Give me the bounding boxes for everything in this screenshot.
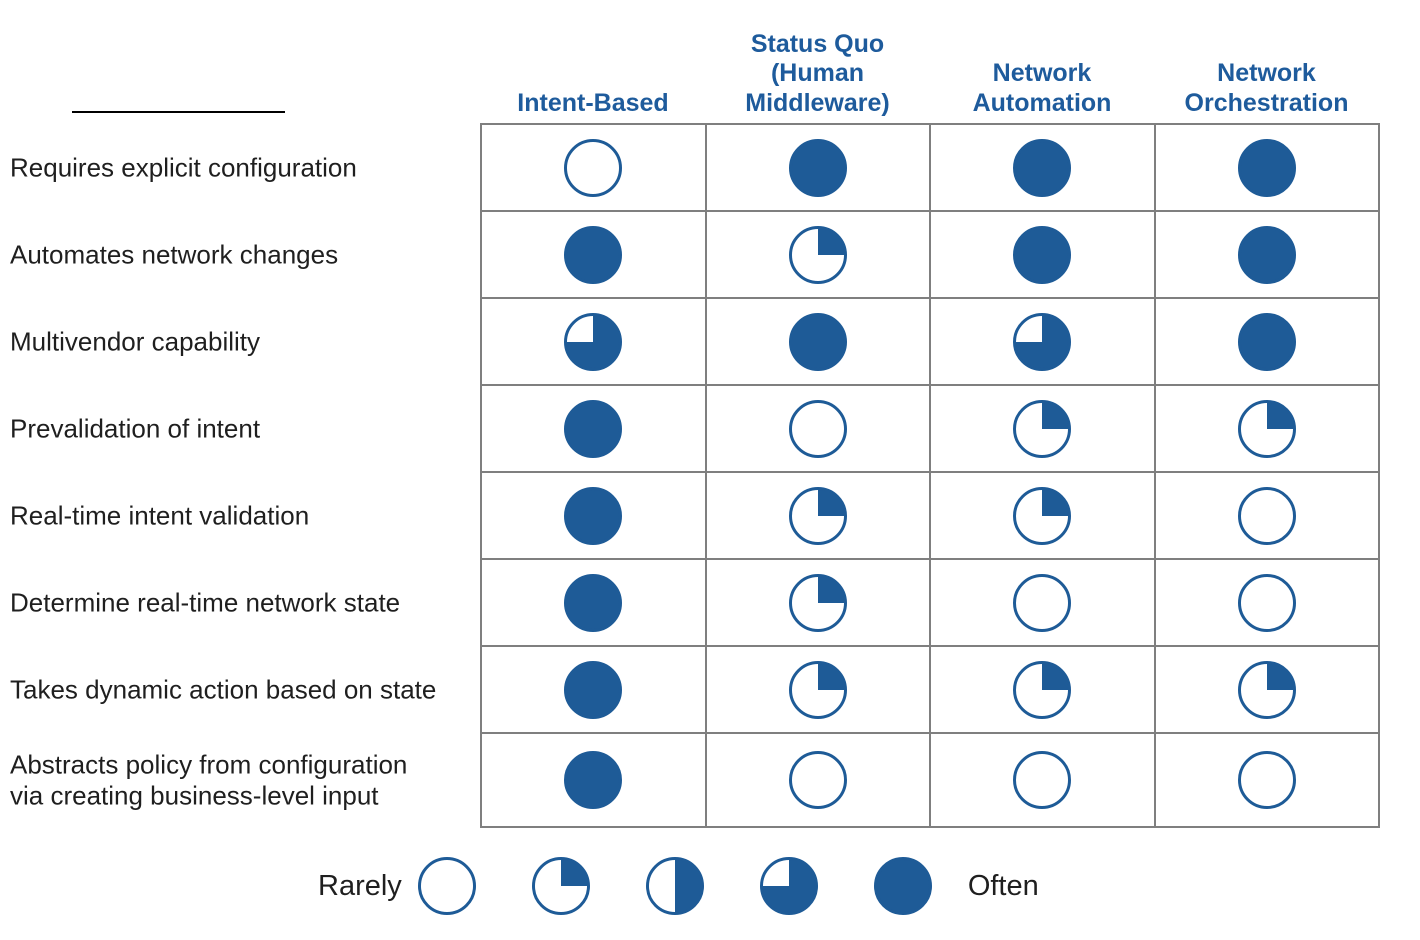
row-label-automates-network-changes: Automates network changes bbox=[10, 239, 339, 270]
harvey-ball-25pct bbox=[1013, 486, 1072, 545]
cell-abstracts-policy-from-co-c3 bbox=[931, 734, 1154, 826]
cell-multivendor-capability-c3 bbox=[931, 299, 1154, 384]
cell-determine-real-time-netw-c4 bbox=[1155, 560, 1378, 645]
harvey-ball-25pct bbox=[1013, 660, 1072, 719]
harvey-ball-25pct bbox=[788, 486, 847, 545]
harvey-ball-full bbox=[1237, 138, 1296, 197]
cell-real-time-intent-validat-c1 bbox=[482, 473, 705, 558]
cell-prevalidation-of-intent-c3 bbox=[931, 386, 1154, 471]
harvey-ball-25pct bbox=[1237, 399, 1296, 458]
cell-abstracts-policy-from-co-c1 bbox=[482, 734, 705, 826]
column-header-intent-based: Intent-Based bbox=[517, 88, 669, 117]
harvey-ball-empty bbox=[1013, 751, 1072, 809]
legend-label-rarely: Rarely bbox=[318, 869, 402, 902]
cell-requires-explicit-config-c2 bbox=[706, 125, 929, 210]
cell-real-time-intent-validat-c3 bbox=[931, 473, 1154, 558]
cell-automates-network-change-c2 bbox=[706, 212, 929, 297]
comparison-table bbox=[480, 123, 1380, 828]
cell-takes-dynamic-action-bas-c2 bbox=[706, 647, 929, 732]
column-header-network-orchestration: Network Orchestration bbox=[1184, 59, 1349, 117]
legend-scale bbox=[417, 857, 932, 915]
legend: Rarely Often bbox=[318, 855, 1039, 917]
row-label-abstracts-policy-from-configur: Abstracts policy from configuration via … bbox=[10, 749, 408, 810]
harvey-ball-empty bbox=[564, 138, 623, 197]
cell-multivendor-capability-c1 bbox=[482, 299, 705, 384]
row-label-prevalidation-of-intent: Prevalidation of intent bbox=[10, 413, 261, 444]
row-label-multivendor-capability: Multivendor capability bbox=[10, 326, 261, 357]
harvey-ball-full bbox=[788, 312, 847, 371]
harvey-ball-25pct bbox=[1013, 399, 1072, 458]
harvey-ball-full bbox=[564, 486, 623, 545]
row-label-determine-real-time-network-st: Determine real-time network state bbox=[10, 587, 401, 618]
legend-harvey-ball-75pct bbox=[759, 857, 818, 915]
row-label-takes-dynamic-action-based-on-: Takes dynamic action based on state bbox=[10, 674, 437, 705]
harvey-ball-empty bbox=[1237, 751, 1296, 809]
cell-requires-explicit-config-c4 bbox=[1155, 125, 1378, 210]
cell-automates-network-change-c4 bbox=[1155, 212, 1378, 297]
legend-harvey-ball-50pct bbox=[645, 857, 704, 915]
column-header-network-automation: Network Automation bbox=[972, 59, 1112, 117]
harvey-ball-empty bbox=[788, 751, 847, 809]
cell-real-time-intent-validat-c2 bbox=[706, 473, 929, 558]
harvey-ball-full bbox=[1013, 138, 1072, 197]
harvey-ball-full bbox=[1237, 225, 1296, 284]
harvey-ball-full bbox=[564, 399, 623, 458]
cell-automates-network-change-c1 bbox=[482, 212, 705, 297]
cell-determine-real-time-netw-c1 bbox=[482, 560, 705, 645]
harvey-ball-full bbox=[1237, 312, 1296, 371]
cell-abstracts-policy-from-co-c2 bbox=[706, 734, 929, 826]
harvey-ball-full bbox=[788, 138, 847, 197]
cell-takes-dynamic-action-bas-c4 bbox=[1155, 647, 1378, 732]
legend-label-often: Often bbox=[967, 869, 1039, 902]
harvey-ball-25pct bbox=[788, 225, 847, 284]
harvey-ball-25pct bbox=[1237, 660, 1296, 719]
cell-abstracts-policy-from-co-c4 bbox=[1155, 734, 1378, 826]
cell-takes-dynamic-action-bas-c1 bbox=[482, 647, 705, 732]
cell-multivendor-capability-c2 bbox=[706, 299, 929, 384]
harvey-ball-full bbox=[1013, 225, 1072, 284]
legend-harvey-ball-empty bbox=[417, 857, 476, 915]
legend-harvey-ball-full bbox=[873, 857, 932, 915]
harvey-ball-75pct bbox=[1013, 312, 1072, 371]
cell-determine-real-time-netw-c3 bbox=[931, 560, 1154, 645]
cell-takes-dynamic-action-bas-c3 bbox=[931, 647, 1154, 732]
legend-harvey-ball-25pct bbox=[531, 857, 590, 915]
harvey-ball-75pct bbox=[564, 312, 623, 371]
cell-real-time-intent-validat-c4 bbox=[1155, 473, 1378, 558]
row-label-requires-explicit-configuratio: Requires explicit configuration bbox=[10, 152, 357, 183]
harvey-ball-empty bbox=[1237, 573, 1296, 632]
cell-determine-real-time-netw-c2 bbox=[706, 560, 929, 645]
harvey-ball-full bbox=[564, 225, 623, 284]
cell-prevalidation-of-intent-c2 bbox=[706, 386, 929, 471]
cell-requires-explicit-config-c1 bbox=[482, 125, 705, 210]
title-underline bbox=[72, 111, 285, 113]
column-header-status-quo-human-middleware: Status Quo (Human Middleware) bbox=[745, 29, 890, 117]
cell-automates-network-change-c3 bbox=[931, 212, 1154, 297]
harvey-ball-empty bbox=[1237, 486, 1296, 545]
cell-multivendor-capability-c4 bbox=[1155, 299, 1378, 384]
cell-prevalidation-of-intent-c1 bbox=[482, 386, 705, 471]
harvey-ball-empty bbox=[788, 399, 847, 458]
harvey-ball-full bbox=[564, 573, 623, 632]
harvey-ball-25pct bbox=[788, 660, 847, 719]
harvey-ball-25pct bbox=[788, 573, 847, 632]
cell-requires-explicit-config-c3 bbox=[931, 125, 1154, 210]
harvey-ball-empty bbox=[1013, 573, 1072, 632]
cell-prevalidation-of-intent-c4 bbox=[1155, 386, 1378, 471]
harvey-ball-full bbox=[564, 660, 623, 719]
harvey-ball-full bbox=[564, 751, 623, 809]
row-label-real-time-intent-validation: Real-time intent validation bbox=[10, 500, 310, 531]
